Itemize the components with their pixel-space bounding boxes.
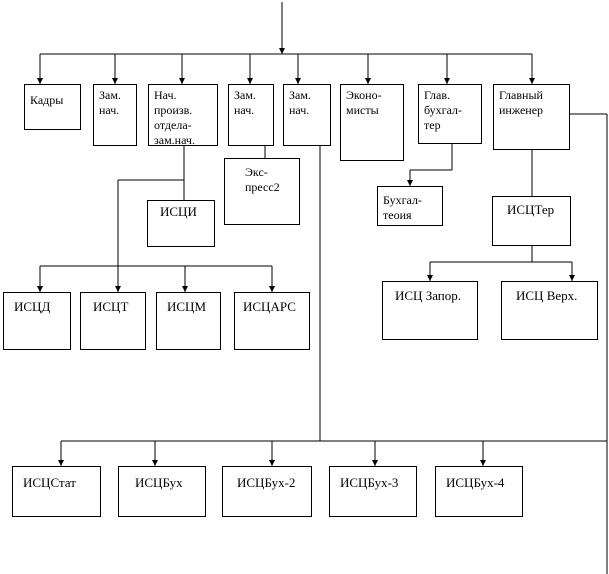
node-iscbuh-4: ИСЦБух-4 xyxy=(435,466,523,517)
node-iscstat: ИСЦСтат xyxy=(12,466,101,517)
node-isci: ИСЦИ xyxy=(147,200,215,247)
node-ekonomisty: Эконо- мисты xyxy=(340,84,404,161)
node-isct: ИСЦТ xyxy=(80,292,146,350)
node-iscars: ИСЦАРС xyxy=(234,292,310,350)
node-nach-proizv: Нач. произв. отдела- зам.нач. xyxy=(148,84,218,146)
node-zam-nach-3: Зам. нач. xyxy=(283,84,331,146)
node-iscd: ИСЦД xyxy=(3,292,71,350)
node-glav-buhgalter: Глав. бухгал- тер xyxy=(418,84,482,144)
node-zam-nach-2: Зам. нач. xyxy=(228,84,274,146)
node-iscbuh: ИСЦБух xyxy=(118,466,206,517)
node-iscm: ИСЦМ xyxy=(156,292,221,350)
node-isc-verh: ИСЦ Верх. xyxy=(501,281,598,340)
node-iscbuh-2: ИСЦБух-2 xyxy=(222,466,312,517)
node-kadry: Кадры xyxy=(24,84,81,130)
node-isctter: ИСЦТер xyxy=(492,196,571,246)
node-zam-nach-1: Зам. нач. xyxy=(93,84,137,146)
node-isc-zapor: ИСЦ Запор. xyxy=(382,281,478,340)
node-buhgalteria: Бухгал- теоия xyxy=(377,186,443,226)
node-glavnyi-inzhener: Главный инженер xyxy=(493,84,570,150)
node-ekspress2: Экс- пресс2 xyxy=(224,158,300,225)
node-iscbuh-3: ИСЦБух-3 xyxy=(329,466,417,517)
